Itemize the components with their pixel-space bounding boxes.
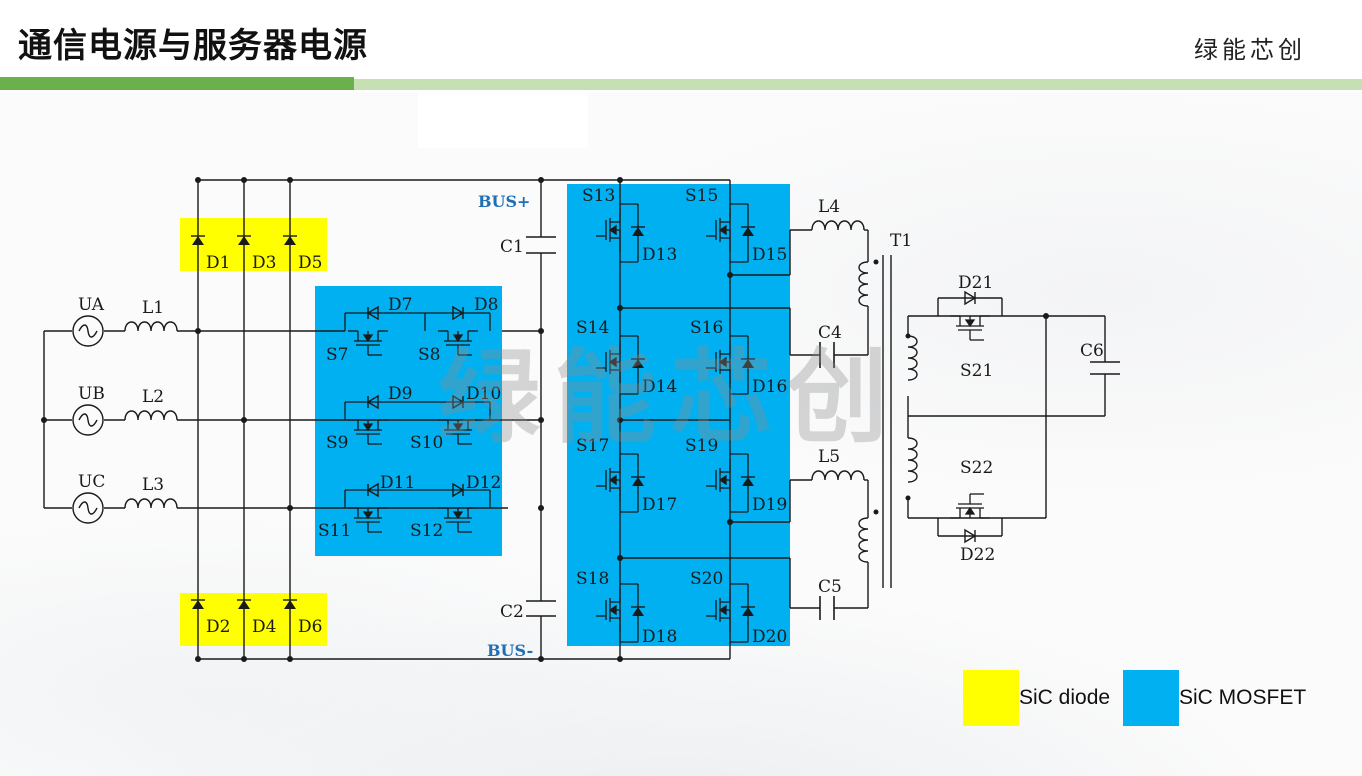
label-d11: D11 (380, 473, 415, 493)
label-s9: S9 (326, 433, 348, 453)
label-c6: C6 (1080, 341, 1104, 361)
label-l5: L5 (818, 447, 840, 467)
label-d19: D19 (752, 495, 787, 515)
label-d18: D18 (642, 627, 677, 647)
label-t1: T1 (890, 231, 912, 251)
label-s13: S13 (582, 186, 615, 206)
label-c1: C1 (500, 237, 524, 257)
transformer-secondary-top-icon (907, 335, 918, 381)
label-bus-minus: BUS- (487, 641, 533, 660)
source-ua-icon (72, 315, 104, 347)
legend-label-sic-diode: SiC diode (1019, 686, 1111, 709)
label-l1: L1 (142, 298, 164, 318)
wires (43, 179, 1106, 660)
label-s11: S11 (318, 521, 351, 541)
transformer-primary-bottom-icon (858, 517, 869, 563)
label-c5: C5 (818, 577, 842, 597)
label-d14: D14 (642, 377, 677, 397)
label-ua: UA (78, 295, 105, 315)
label-l3: L3 (142, 475, 164, 495)
label-s22: S22 (960, 458, 993, 478)
label-d9: D9 (388, 384, 412, 404)
label-c2: C2 (500, 602, 524, 622)
brand-name: 绿能芯创 (1194, 36, 1306, 64)
label-d4: D4 (252, 617, 276, 637)
label-s21: S21 (960, 361, 993, 381)
label-d21: D21 (958, 273, 993, 293)
label-c4: C4 (818, 323, 842, 343)
label-s15: S15 (685, 186, 718, 206)
label-d5: D5 (298, 253, 322, 273)
blank-placeholder (418, 92, 588, 148)
label-s16: S16 (690, 318, 723, 338)
label-d16: D16 (752, 377, 787, 397)
watermark: 绿能芯创 (438, 339, 902, 458)
junction-dots (41, 177, 1049, 662)
label-s10: S10 (410, 433, 443, 453)
label-l4: L4 (818, 197, 840, 217)
label-bus-plus: BUS+ (478, 192, 530, 211)
label-d7: D7 (388, 295, 412, 315)
label-ub: UB (78, 384, 105, 404)
transformer-secondary-bottom-icon (907, 437, 918, 483)
label-s14: S14 (576, 318, 609, 338)
inductor-l4-icon (811, 220, 865, 231)
page-title: 通信电源与服务器电源 (18, 26, 368, 66)
label-d13: D13 (642, 245, 677, 265)
inductor-l3-icon (124, 498, 178, 509)
label-d3: D3 (252, 253, 276, 273)
header-bar-accent (0, 77, 354, 90)
inductor-l1-icon (124, 321, 178, 332)
label-d22: D22 (960, 545, 995, 565)
switch-group-bridge (595, 203, 756, 643)
label-s19: S19 (685, 436, 718, 456)
label-d10: D10 (466, 384, 501, 404)
sic-mosfet-block-bridge (567, 184, 790, 646)
legend-label-sic-mosfet: SiC MOSFET (1179, 686, 1307, 709)
capacitor-c1-icon (526, 236, 556, 254)
label-d12: D12 (466, 473, 501, 493)
source-uc-icon (72, 492, 104, 524)
label-d17: D17 (642, 495, 677, 515)
switch-group-left (344, 306, 491, 533)
capacitor-c2-icon (526, 600, 556, 617)
label-d15: D15 (752, 245, 787, 265)
sic-diode-block-top (180, 218, 327, 271)
inductor-l2-icon (124, 410, 178, 421)
legend-swatch-sic-mosfet (1123, 670, 1179, 726)
legend-swatch-sic-diode (963, 670, 1019, 726)
inductor-l5-icon (811, 470, 865, 481)
label-d6: D6 (298, 617, 322, 637)
label-s17: S17 (576, 436, 609, 456)
switch-group-secondary (949, 291, 991, 543)
capacitor-c6-icon (1090, 361, 1120, 375)
label-d20: D20 (752, 627, 787, 647)
label-s7: S7 (326, 345, 348, 365)
label-s20: S20 (690, 569, 723, 589)
label-l2: L2 (142, 387, 164, 407)
label-d1: D1 (206, 253, 230, 273)
label-d8: D8 (474, 295, 498, 315)
sic-diode-block-bottom (180, 593, 327, 646)
capacitor-c4-icon (819, 342, 835, 368)
transformer-primary-top-icon (858, 261, 869, 307)
label-s12: S12 (410, 521, 443, 541)
label-s8: S8 (418, 345, 440, 365)
header-bar (354, 79, 1362, 90)
label-uc: UC (78, 472, 105, 492)
source-ub-icon (72, 404, 104, 436)
label-s18: S18 (576, 569, 609, 589)
label-d2: D2 (206, 617, 230, 637)
capacitor-c5-icon (819, 596, 835, 620)
